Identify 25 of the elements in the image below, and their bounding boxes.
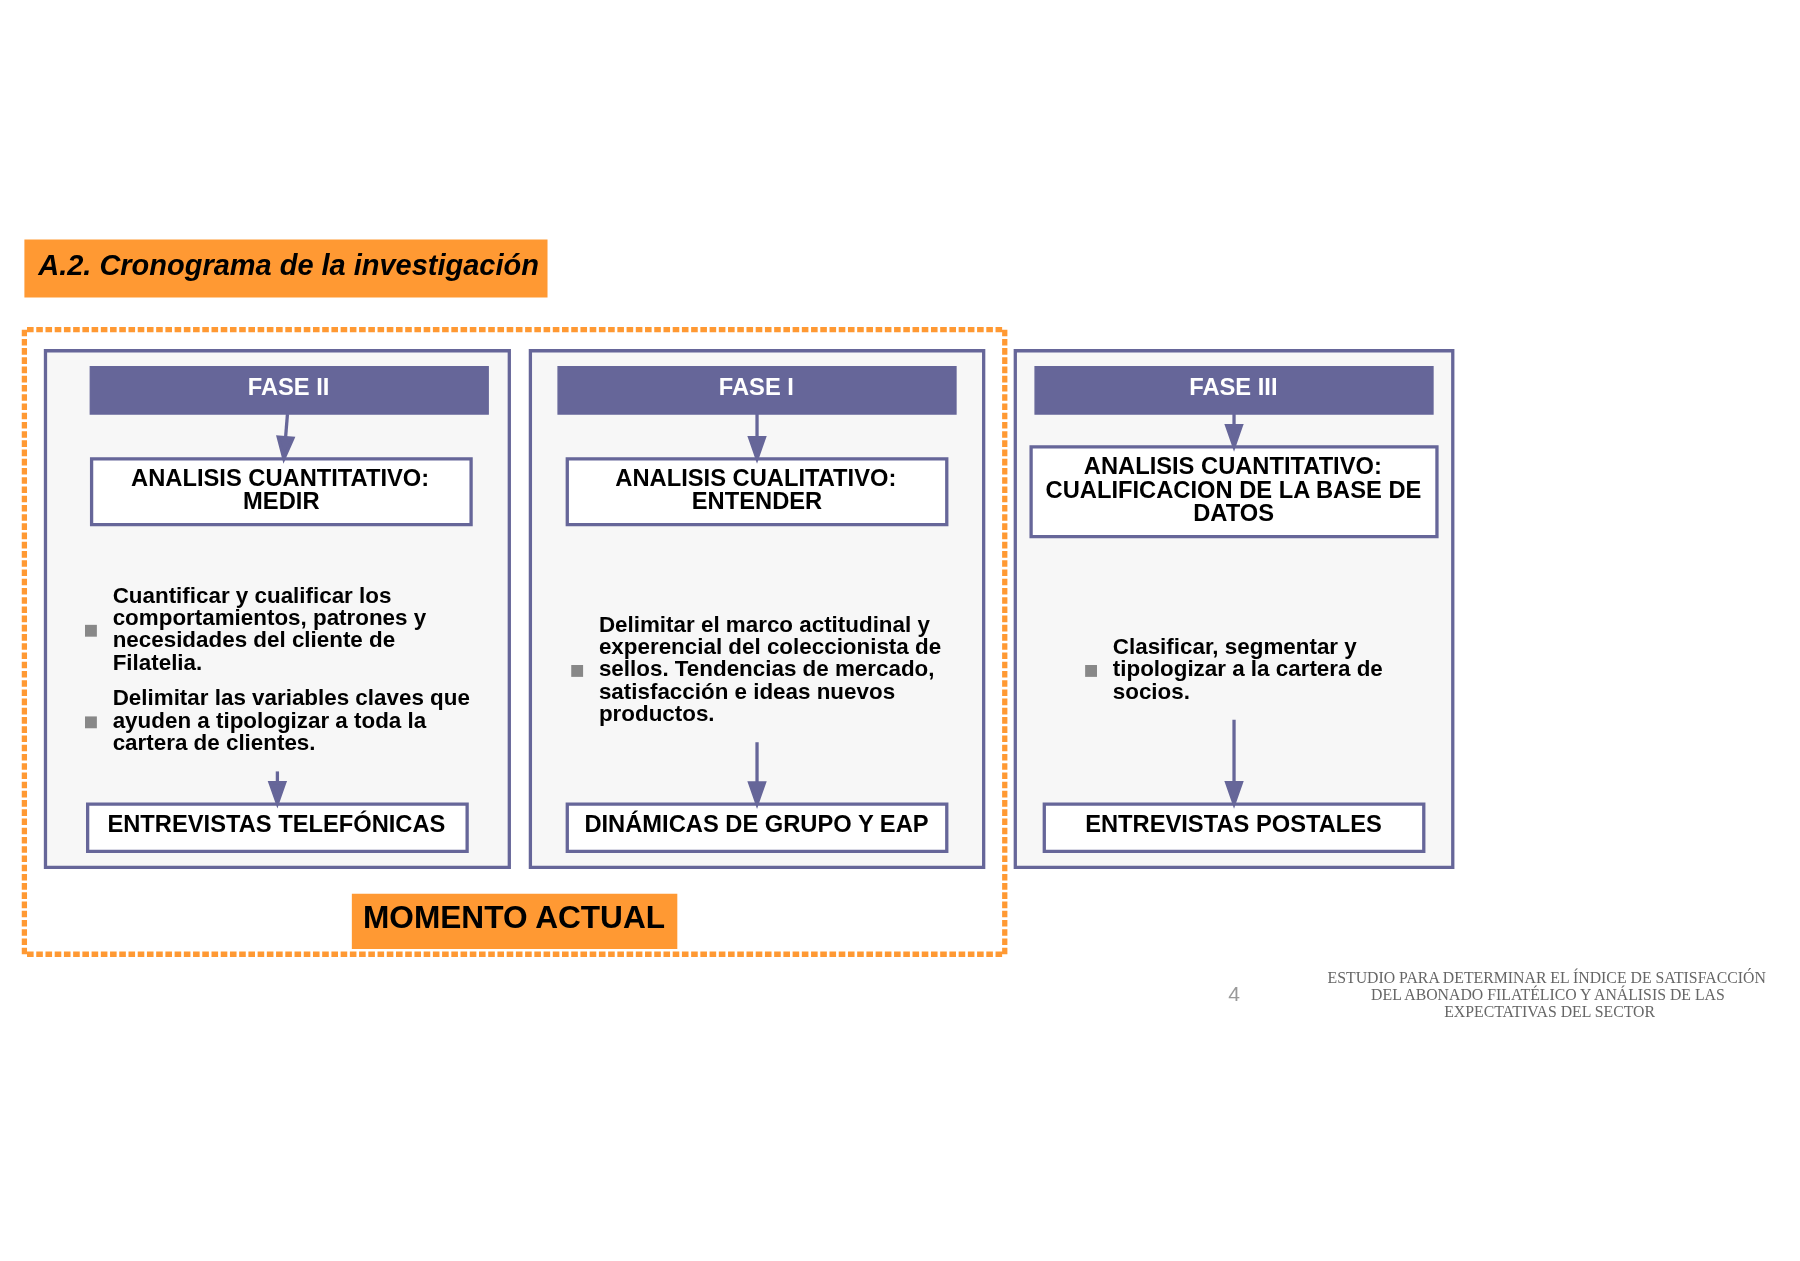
label: 4 <box>1228 981 1240 1005</box>
cluster <box>1013 349 1455 869</box>
node-box: ANALISIS CUANTITATIVO: MEDIR <box>89 457 473 527</box>
node-box: ENTREVISTAS TELEFÓNICAS <box>86 802 469 854</box>
label: ESTUDIO PARA DETERMINAR EL ÍNDICE DE SATISFACCIÓN DEL ABONADO FILATÉLICO Y ANÁLISIS DE LAS EXPECTATIVAS DEL SECTOR <box>1327 968 1766 1020</box>
node-box: FASE III <box>1034 365 1434 415</box>
diagram-title: A.2. Cronograma de la investigación <box>38 248 539 281</box>
node-label: Delimitar el marco actitudinal y experencial del coleccionista de sellos. Tendencias de mercado, satisfacción e ideas nuevos productos. <box>598 611 942 727</box>
arrow <box>747 742 767 809</box>
node-box: ANALISIS CUALITATIVO: ENTENDER <box>565 457 949 527</box>
node-box <box>1085 665 1097 677</box>
node-box <box>571 665 584 677</box>
arrow <box>276 413 296 464</box>
arrow <box>1224 414 1244 452</box>
node-box: ENTREVISTAS POSTALES <box>1042 802 1426 854</box>
node-text: Cuantificar y cualificar los comportamientos, patrones y necesidades del cliente de Filatelia. Delimitar las variables claves que ayuden a tipologizar a toda la cartera de clientes. <box>112 582 470 756</box>
arrow <box>1224 719 1244 809</box>
arrow <box>747 414 767 464</box>
cluster <box>528 349 986 869</box>
node-box: DINÁMICAS DE GRUPO Y EAP <box>565 802 949 854</box>
node-label: Clasificar, segmentar y tipologizar a la cartera de socios. <box>1112 633 1383 704</box>
node-box: ANALISIS CUANTITATIVO: CUALIFICACION DE LA BASE DE DATOS <box>1029 445 1439 539</box>
node-box: FASE II <box>89 365 489 415</box>
node-box: FASE I <box>557 365 957 415</box>
cluster <box>43 349 511 869</box>
